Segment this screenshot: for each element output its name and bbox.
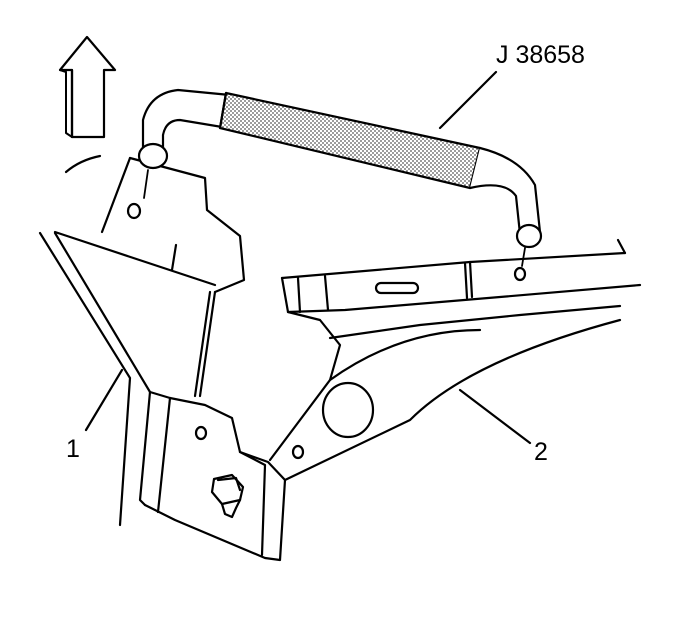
callout-2-label: 2 (534, 438, 548, 466)
frame-rail-part-2 (268, 238, 642, 482)
callout-1-label: 1 (66, 435, 80, 463)
lower-bracket (143, 390, 305, 562)
tool-leader-line (438, 70, 498, 130)
panel-edge-arc (64, 154, 102, 174)
stud-nut-icon (210, 473, 245, 519)
upper-bracket (53, 156, 246, 294)
lifting-tool (137, 88, 543, 267)
tool-number-label: J 38658 (496, 41, 585, 69)
callout-1-leader (84, 368, 124, 432)
callout-2-leader (458, 388, 532, 445)
up-arrow-icon (58, 35, 117, 139)
pillar-part-1 (38, 231, 217, 527)
